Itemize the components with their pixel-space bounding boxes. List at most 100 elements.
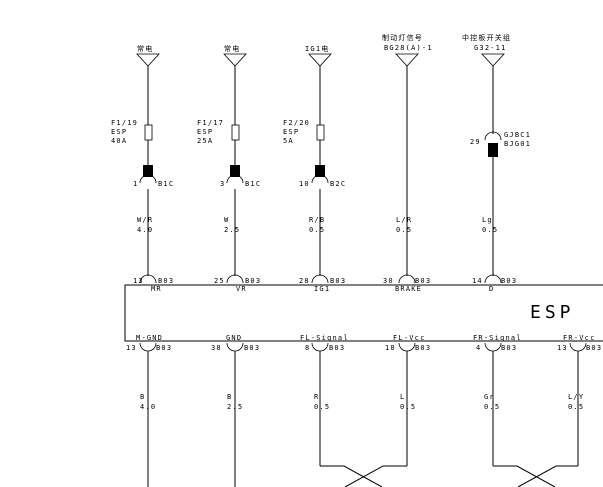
output-function: GND <box>226 334 242 342</box>
connector-arc <box>139 174 157 184</box>
source-label: IG1电 <box>305 44 329 53</box>
fuse-id: F1/19 <box>111 119 138 127</box>
output-branch-4: FL-Vcc 18 B03 L 0.5 <box>385 334 431 466</box>
output-function: M-GND <box>136 334 163 342</box>
output-branch-2: GND 38 B03 B 2.5 <box>211 334 260 487</box>
output-connector: B03 <box>501 344 517 352</box>
ecu-connector: B03 <box>330 277 346 285</box>
output-pin: 38 <box>211 344 222 352</box>
source-terminal <box>481 53 505 67</box>
fuse-rating: 5A <box>283 137 294 145</box>
wire-gauge: 2.5 <box>224 226 240 234</box>
source-label: 常电 <box>137 44 153 53</box>
source-ref: BG28(A)-1 <box>384 44 433 52</box>
output-function: FR-Signal <box>473 334 522 342</box>
ecu-connector: B03 <box>501 277 517 285</box>
output-branch-5: FR-Signal 4 B03 Gr 0.5 <box>473 334 522 466</box>
connector-pin: 1 <box>133 180 138 188</box>
wire-gauge: 0.5 <box>309 226 325 234</box>
output-branch-6: FR-Vcc 13 B03 L/Y 0.5 <box>557 334 602 466</box>
wire-color: L/Y <box>568 393 584 401</box>
fuse-symbol <box>231 124 240 141</box>
ecu-connector: B03 <box>158 277 174 285</box>
fuse-circuit: ESP <box>111 128 127 136</box>
ecu-pin: 14 <box>472 277 483 285</box>
source-label: 中控板开关组 <box>462 33 511 42</box>
wire-color: W/R <box>137 216 153 224</box>
wire-gauge: 0.5 <box>314 403 330 411</box>
wire-color: B <box>227 393 232 401</box>
wire-gauge: 4.0 <box>137 226 153 234</box>
supply-branch-2: 常电 F1/17 ESP 25A 3 B1C W 2.5 25 B03 VR <box>197 44 261 293</box>
wire-color: R/B <box>309 216 325 224</box>
connector-name: B2C <box>330 180 346 188</box>
fuse-id: F2/20 <box>283 119 310 127</box>
connector-arc <box>226 174 244 184</box>
ecu-pin: 13 <box>133 277 144 285</box>
wire-color: R <box>314 393 319 401</box>
switch-panel-branch: 中控板开关组 G32-11 29 GJBC1 BJG01 Lg 0.5 14 B… <box>462 33 531 293</box>
connector-block <box>488 143 498 157</box>
output-branch-1: M-GND 13 B03 B 4.0 <box>126 334 172 487</box>
connector-name-alt: BJG01 <box>504 140 531 148</box>
wire-gauge: 2.5 <box>227 403 243 411</box>
wire-color: Lg <box>482 216 493 224</box>
output-connector: B03 <box>329 344 345 352</box>
wire-color: L <box>400 393 405 401</box>
module-name: ESP <box>530 302 575 323</box>
connector-name: B1C <box>158 180 174 188</box>
ecu-function: IG1 <box>314 285 330 293</box>
source-terminal <box>308 53 332 67</box>
connector-arc <box>311 174 329 184</box>
ecu-connector: B03 <box>415 277 431 285</box>
output-function: FL-Signal <box>300 334 349 342</box>
output-connector: B03 <box>156 344 172 352</box>
connector-pin: 3 <box>220 180 225 188</box>
fuse-symbol <box>144 124 153 141</box>
connector-block <box>230 165 240 177</box>
output-pin: 13 <box>126 344 137 352</box>
source-label: 常电 <box>224 44 240 53</box>
connector-name: GJBC1 <box>504 131 531 139</box>
wire-gauge: 0.5 <box>482 226 498 234</box>
ecu-function: D <box>489 285 494 293</box>
source-terminal <box>395 53 419 67</box>
wire-color: Gr <box>484 393 495 401</box>
fuse-symbol <box>316 124 325 141</box>
fuse-circuit: ESP <box>197 128 213 136</box>
esp-module: ESP <box>124 284 603 342</box>
source-ref: G32-11 <box>474 44 507 52</box>
output-connector: B03 <box>244 344 260 352</box>
ecu-pin: 28 <box>299 277 310 285</box>
output-pin: 13 <box>557 344 568 352</box>
source-label: 制动灯信号 <box>382 33 423 42</box>
wire-gauge: 0.5 <box>568 403 584 411</box>
ecu-connector: B03 <box>245 277 261 285</box>
wire-color: W <box>224 216 229 224</box>
output-pin: 4 <box>476 344 481 352</box>
connector-block <box>315 165 325 177</box>
wire-gauge: 4.0 <box>140 403 156 411</box>
output-pin: 18 <box>385 344 396 352</box>
wire-color: L/R <box>396 216 412 224</box>
output-function: FL-Vcc <box>393 334 426 342</box>
ecu-function: VR <box>236 285 247 293</box>
connector-block <box>143 165 153 177</box>
twisted-pair-right <box>493 465 578 487</box>
ecu-pin: 30 <box>383 277 394 285</box>
supply-branch-3: IG1电 F2/20 ESP 5A 10 B2C R/B 0.5 28 B03 … <box>283 44 346 293</box>
brake-signal-branch: 制动灯信号 BG28(A)-1 L/R 0.5 30 B03 BRAKE <box>382 33 433 293</box>
connector-arc <box>484 131 502 141</box>
fuse-rating: 25A <box>197 137 213 145</box>
output-connector: B03 <box>586 344 602 352</box>
wire-color: B <box>140 393 145 401</box>
wire-gauge: 0.5 <box>400 403 416 411</box>
connector-name: B1C <box>245 180 261 188</box>
output-connector: B03 <box>415 344 431 352</box>
twisted-pair-left <box>320 465 407 487</box>
ecu-pin: 25 <box>214 277 225 285</box>
connector-pin: 10 <box>299 180 310 188</box>
fuse-circuit: ESP <box>283 128 299 136</box>
source-terminal <box>223 53 247 67</box>
